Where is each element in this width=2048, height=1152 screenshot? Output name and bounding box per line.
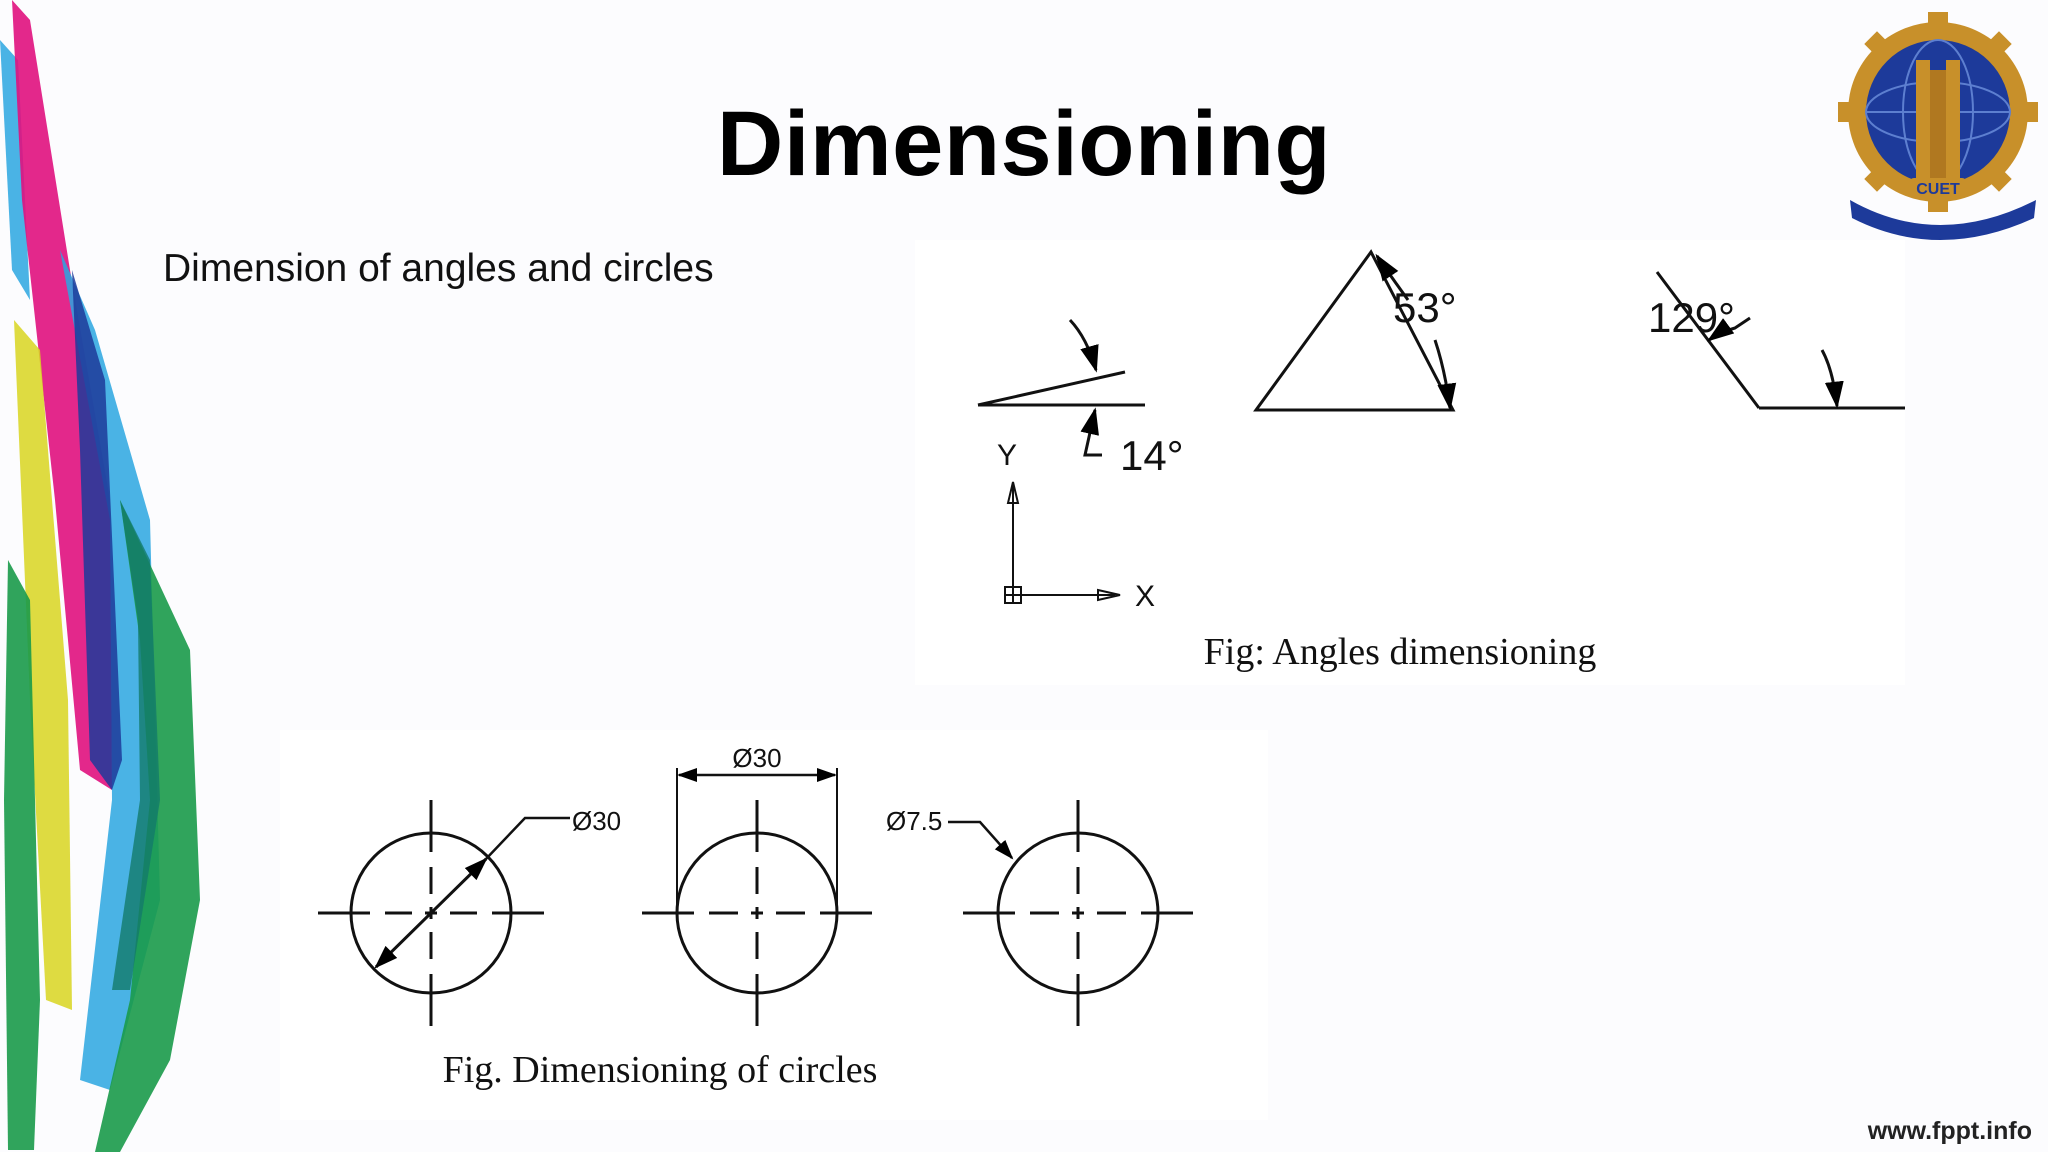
tower-icon bbox=[1916, 60, 1960, 180]
ribbon-cyan-top bbox=[0, 40, 30, 300]
decorative-ribbons bbox=[0, 0, 200, 1152]
footer-url[interactable]: www.fppt.info bbox=[1867, 1117, 2032, 1145]
caption-circles: Fig. Dimensioning of circles bbox=[442, 1049, 878, 1091]
figure-angles: 14° 53° 129° Y X Fig: Angles dimensionin… bbox=[915, 240, 1927, 685]
angle-small-arrow-bottom bbox=[1080, 407, 1102, 457]
ucs-y-arrow-icon bbox=[1006, 481, 1020, 504]
circle-1-diameter-line bbox=[374, 857, 488, 969]
angle-129-arrow-left bbox=[1706, 316, 1751, 342]
ribbon-yellow bbox=[14, 320, 72, 1010]
circle-2-centerlines bbox=[642, 800, 872, 1026]
label-axis-x: X bbox=[1135, 580, 1155, 613]
label-axis-y: Y bbox=[997, 439, 1017, 472]
caption-angles: Fig: Angles dimensioning bbox=[1203, 631, 1597, 673]
triangle-shape bbox=[1253, 249, 1456, 412]
angles-diagram: 14° 53° 129° Y X bbox=[977, 249, 1927, 613]
ribbon-teal-overlap bbox=[112, 500, 160, 990]
figure-circles: Ø30 Ø30 Ø7.5 Fig. Dimensioning of circle… bbox=[280, 730, 1268, 1120]
label-dia-small: Ø7.5 bbox=[886, 806, 942, 836]
angle-53-arrow-bottom bbox=[1433, 339, 1457, 411]
label-dia-leader: Ø30 bbox=[572, 806, 621, 836]
label-angle-14: 14° bbox=[1120, 432, 1184, 479]
circle-3-leader bbox=[948, 820, 1014, 860]
label-angle-53: 53° bbox=[1393, 284, 1457, 331]
angle-129-arrow-right bbox=[1820, 349, 1844, 409]
slide-title: Dimensioning bbox=[716, 93, 1332, 195]
ribbon-green-left bbox=[4, 560, 40, 1150]
angle-small-incline-line bbox=[977, 370, 1126, 407]
label-dia-linear: Ø30 bbox=[732, 743, 781, 773]
label-angle-129: 129° bbox=[1648, 294, 1735, 341]
ribbon-blue bbox=[72, 270, 122, 790]
circles-diagram: Ø30 Ø30 Ø7.5 bbox=[318, 743, 1193, 1026]
circle-3-centerlines bbox=[963, 800, 1193, 1026]
cuet-logo: CUET bbox=[1838, 12, 2038, 240]
logo-abbrev: CUET bbox=[1916, 181, 1960, 198]
angle-small-arrow-top bbox=[1068, 318, 1099, 373]
circle-1-leader bbox=[484, 816, 570, 861]
angle-53-arrow-top bbox=[1375, 253, 1410, 301]
ucs-x-arrow-icon bbox=[1097, 588, 1121, 602]
slide-subtitle: Dimension of angles and circles bbox=[163, 247, 714, 290]
